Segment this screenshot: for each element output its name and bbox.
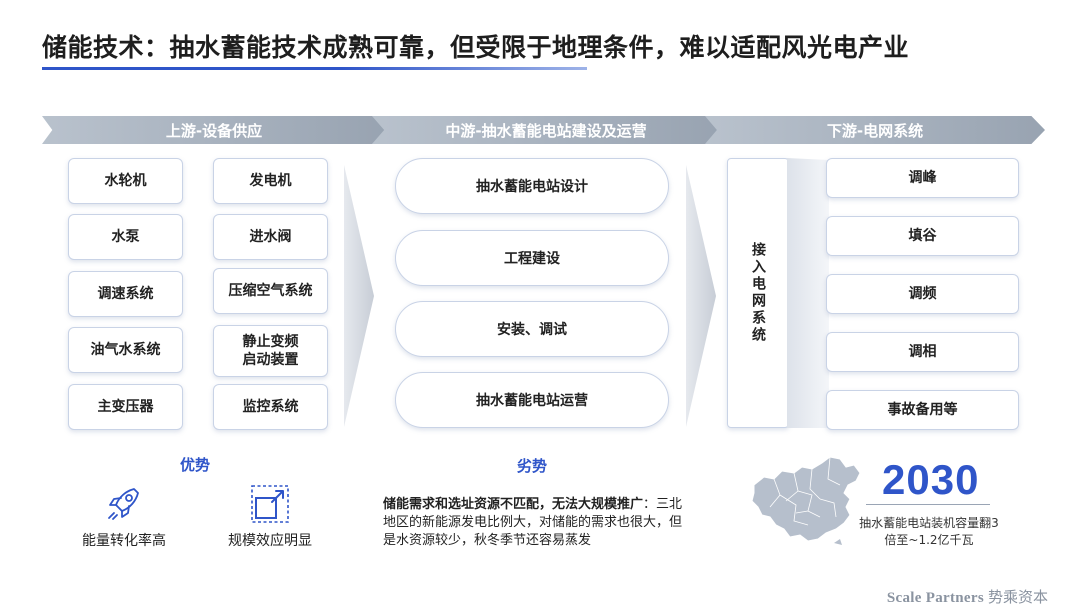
midstream-item: 安装、调试: [395, 301, 669, 357]
upstream-item: 监控系统: [213, 384, 328, 430]
target-note: 抽水蓄能电站装机容量翻3倍至~1.2亿千瓦: [859, 516, 999, 547]
upstream-item: 水轮机: [68, 158, 183, 204]
grid-access-box: 接入电网系统: [727, 158, 789, 428]
advantages-heading: 优势: [180, 456, 211, 474]
grid-access-label: 接入电网系统: [750, 242, 766, 344]
upstream-item: 调速系统: [68, 271, 183, 317]
stage-midstream: 中游-抽水蓄能电站建设及运营: [372, 116, 720, 144]
brand-name: Scale Partners: [886, 590, 984, 606]
upstream-item: 发电机: [213, 158, 328, 204]
upstream-item: 油气水系统: [68, 327, 183, 373]
disadvantages-heading: 劣势: [517, 457, 548, 475]
target-divider: [866, 504, 990, 505]
downstream-item: 调峰: [826, 158, 1019, 198]
midstream-item: 抽水蓄能电站运营: [395, 372, 669, 428]
title-underline: [42, 67, 587, 70]
flow-chevron-2: [686, 165, 716, 427]
midstream-item: 工程建设: [395, 230, 669, 286]
downstream-item: 调相: [826, 332, 1019, 372]
downstream-item: 调频: [826, 274, 1019, 314]
scale-expand-icon: [251, 485, 289, 523]
midstream-item: 抽水蓄能电站设计: [395, 158, 669, 214]
upstream-item: 水泵: [68, 214, 183, 260]
upstream-item: 压缩空气系统: [213, 268, 328, 314]
china-map-icon: [751, 456, 861, 545]
flow-chevron-1: [344, 165, 374, 427]
disadvantages-lead: 储能需求和选址资源不匹配，无法大规模推广: [383, 497, 644, 512]
stage-downstream: 下游-电网系统: [705, 116, 1045, 144]
upstream-item: 静止变频 启动装置: [213, 325, 328, 377]
upstream-item: 进水阀: [213, 214, 328, 260]
downstream-item: 事故备用等: [826, 390, 1019, 430]
target-year: 2030: [882, 456, 980, 503]
stage-upstream: 上游-设备供应: [42, 116, 386, 144]
advantage-label: 规模效应明显: [228, 533, 312, 549]
page-title: 储能技术：抽水蓄能技术成熟可靠，但受限于地理条件，难以适配风光电产业: [42, 33, 910, 62]
rocket-icon: [108, 488, 139, 520]
advantage-label: 能量转化率高: [82, 533, 166, 549]
upstream-item: 主变压器: [68, 384, 183, 430]
fan-connector: [787, 158, 829, 428]
downstream-item: 填谷: [826, 216, 1019, 256]
disadvantages-text: 储能需求和选址资源不匹配，无法大规模推广：三北地区的新能源发电比例大，对储能的需…: [383, 496, 683, 550]
disadvantages-body: ：三北地区的新能源发电比例大，对储能的需求也很大，但是水资源较少，秋冬季节还容易…: [383, 497, 683, 548]
brand-name-cn: 势乘资本: [987, 588, 1048, 606]
